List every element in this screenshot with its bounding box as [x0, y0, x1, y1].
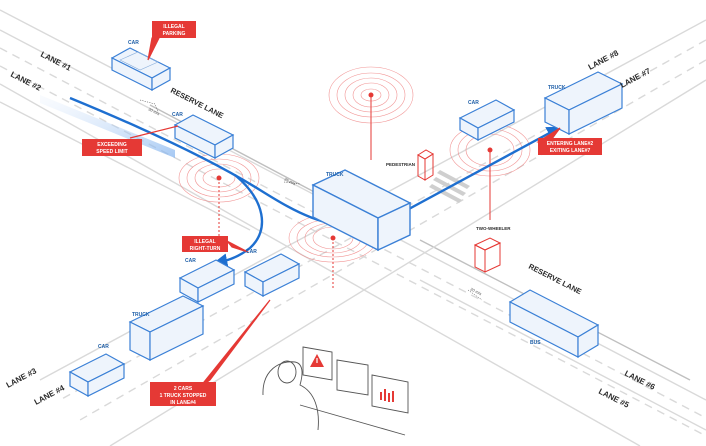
vehicle-label-car-top-right: CAR	[468, 100, 479, 106]
speed-center-label: 25 m/s	[284, 176, 297, 186]
bus	[508, 289, 600, 359]
car-top-right	[458, 99, 516, 142]
vehicle-label-car-parked: CAR	[128, 40, 139, 46]
vehicle-label-truck-right: TRUCK	[548, 85, 566, 91]
lane-4-label: LANE #4	[33, 383, 67, 407]
car-parked	[110, 47, 172, 92]
lane-2-label: LANE #2	[9, 70, 43, 93]
operator-workstation	[262, 346, 409, 436]
lane-3-label: LANE #3	[5, 366, 39, 390]
speed-top-label: 30 m/s	[148, 106, 161, 116]
car-left-2	[243, 253, 301, 298]
truck-center	[311, 169, 412, 252]
lane-8-label: LANE #8	[587, 48, 621, 72]
vehicle-label-truck-center: TRUCK	[326, 172, 344, 178]
lane-1-label: LANE #1	[39, 50, 73, 73]
truck-left	[128, 295, 205, 361]
reserve-lane-bottom-label: RESERVE LANE	[527, 262, 583, 296]
callout-lane-change-line1: ENTERING LANE#2	[547, 141, 594, 147]
callout-stopped-line3: IN LANE#4	[170, 400, 196, 406]
callout-illegal-parking-line2: PARKING	[163, 31, 186, 37]
truck-right	[543, 71, 624, 135]
bar-chart-icon	[380, 389, 394, 402]
callout-stopped-line1: 2 CARS	[174, 386, 193, 392]
callout-exceeding-speed-line1: EXCEEDING	[97, 142, 127, 148]
lane-6-label: LANE #6	[623, 369, 657, 392]
callout-illegal-right-turn-line2: RIGHT-TURN	[190, 246, 221, 252]
vehicle-label-truck-left: TRUCK	[132, 312, 150, 318]
vehicle-label-car-bottom-left: CAR	[98, 344, 109, 350]
pedestrian-label: PEDESTRIAN	[386, 162, 415, 167]
speed-bottom-label: 20 m/s	[470, 286, 483, 296]
vehicle-label-car-left-2: CAR	[246, 249, 257, 255]
callout-illegal-right-turn-line1: ILLEGAL	[194, 239, 215, 245]
callout-stopped-line2: 1 TRUCK STOPPED	[160, 393, 207, 399]
vehicle-label-bus: BUS	[530, 340, 541, 346]
leader-lines	[139, 99, 483, 301]
car-left-1	[178, 259, 236, 304]
callout-lane-change-line2: EXITING LANE#7	[550, 148, 591, 154]
car-speeding	[173, 114, 235, 160]
callout-illegal-right-turn: ILLEGAL RIGHT-TURN	[182, 236, 228, 252]
warning-triangle-icon	[310, 354, 324, 367]
two-wheeler-label: TWO-WHEELER	[476, 226, 511, 231]
vehicle-label-car-speeding: CAR	[172, 112, 183, 118]
route-path-right-turn	[212, 174, 264, 268]
vehicle-label-car-left-1: CAR	[185, 258, 196, 264]
callout-exceeding-speed: EXCEEDING SPEED LIMIT	[82, 139, 142, 156]
callout-lane-change: ENTERING LANE#2 EXITING LANE#7	[538, 138, 602, 155]
sensor-poles	[216, 92, 493, 290]
car-bottom-left	[68, 353, 126, 398]
callout-illegal-parking: ILLEGAL PARKING	[152, 21, 196, 38]
callout-stopped-vehicles: 2 CARS 1 TRUCK STOPPED IN LANE#4	[150, 382, 216, 406]
pedestrian-box	[417, 149, 434, 181]
callout-exceeding-speed-line2: SPEED LIMIT	[96, 149, 127, 155]
two-wheeler-box	[473, 237, 502, 273]
lane-5-label: LANE #5	[597, 387, 631, 410]
callout-illegal-parking-line1: ILLEGAL	[163, 24, 184, 30]
lane-7-label: LANE #7	[619, 66, 653, 90]
